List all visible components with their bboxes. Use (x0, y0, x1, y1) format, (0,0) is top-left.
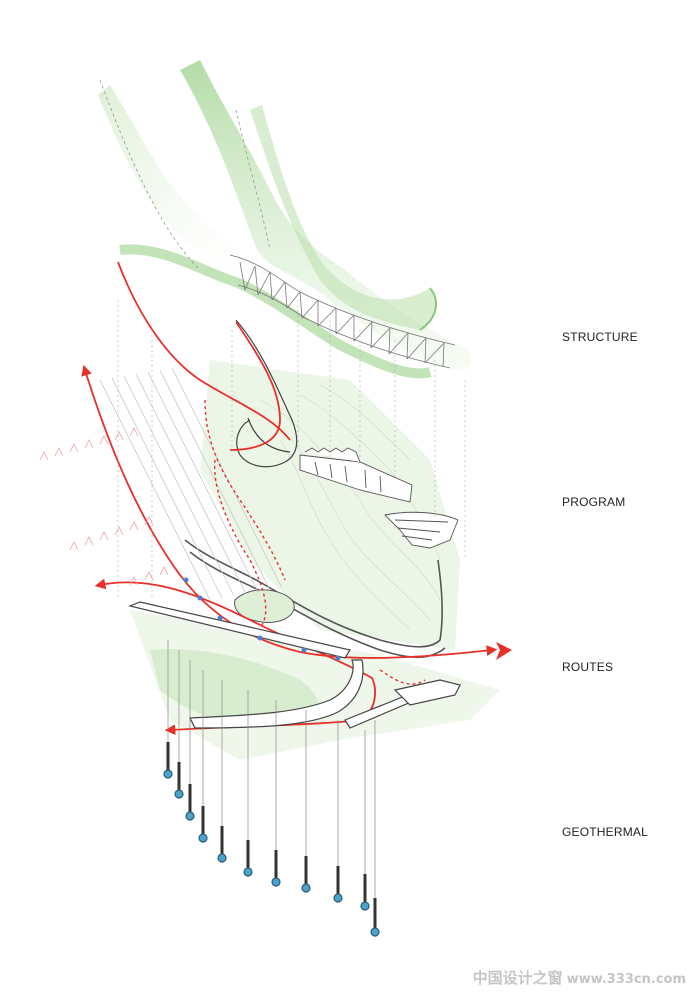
label-program: PROGRAM (562, 495, 626, 509)
entry-arrow (496, 642, 512, 660)
well-head-3 (185, 811, 195, 821)
route-paths (81, 261, 498, 736)
well-head-11 (370, 927, 380, 937)
geothermal-wells (166, 742, 377, 928)
well-head-4 (198, 833, 208, 843)
green-hill (150, 649, 318, 726)
routes-layer (81, 261, 512, 760)
walkway-slabs (128, 601, 461, 729)
label-structure: STRUCTURE (562, 330, 638, 344)
route-dots (183, 577, 341, 661)
vertical-guides (117, 300, 466, 600)
structure-layer (98, 60, 472, 379)
roof-edge-line (419, 287, 437, 331)
well-head-10 (360, 901, 370, 911)
watermark-text: 中国设计之窗 (472, 969, 563, 987)
route-lower-left (94, 578, 376, 736)
geothermal-well-heads (163, 769, 380, 937)
tree-markers (39, 427, 169, 586)
well-head-5 (217, 853, 227, 863)
route-center (229, 321, 281, 451)
green-roof-band-right (250, 105, 436, 330)
well-head-1 (163, 769, 173, 779)
well-head-2 (174, 789, 184, 799)
route-left-upper (81, 364, 498, 659)
truss-structure (229, 254, 456, 369)
green-roof-band-main (180, 60, 472, 371)
geothermal-layer (163, 640, 380, 937)
label-geothermal: GEOTHERMAL (562, 825, 649, 839)
watermark-url: www.333cn.com (566, 972, 686, 987)
well-head-8 (301, 883, 311, 893)
route-dashed-paths (204, 399, 426, 685)
green-roof-band-left (98, 85, 270, 300)
well-head-7 (271, 877, 281, 887)
well-head-9 (333, 893, 343, 903)
structure-dashed-guides (99, 79, 271, 271)
well-head-6 (243, 867, 253, 877)
label-routes: ROUTES (562, 660, 614, 674)
